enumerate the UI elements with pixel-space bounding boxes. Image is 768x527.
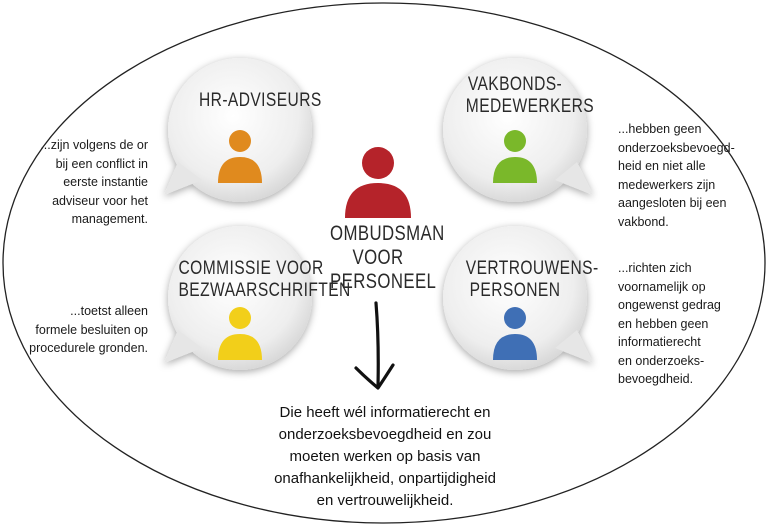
bubble-commissie [164,226,312,370]
conclusion-text: Die heeft wél informatierecht en onderzo… [274,404,496,509]
person-icon-ombudsman [345,147,411,218]
person-icon-vakbond [493,130,537,183]
bubble-vertrouwens [443,226,593,370]
desc-commissie: ...toetst alleen formele besluiten op pr… [29,304,148,355]
center-title: OMBUDSMAN VOOR PERSONEEL [330,222,445,293]
down-arrow-icon [354,301,395,390]
person-icon-hr [218,130,262,183]
bubble-title-vertrouwens: VERTROUWENS- PERSONEN [465,258,599,301]
desc-vertrouwens: ...richten zich voornamelijk op ongewens… [618,261,721,386]
person-icon-vertrouwens [493,307,537,360]
bubble-title-hr: HR-ADVISEURS [199,90,322,111]
person-icon-commissie [218,307,262,360]
desc-hr: ...zijn volgens de or bij een conflict i… [40,138,148,226]
bubble-title-vakbond: VAKBONDS- MEDEWERKERS [465,74,595,117]
bubble-title-commissie: COMMISSIE VOOR BEZWAARSCHRIFTEN [178,258,351,301]
desc-vakbond: ...hebben geen onderzoeksbevoegd- heid e… [618,122,735,229]
